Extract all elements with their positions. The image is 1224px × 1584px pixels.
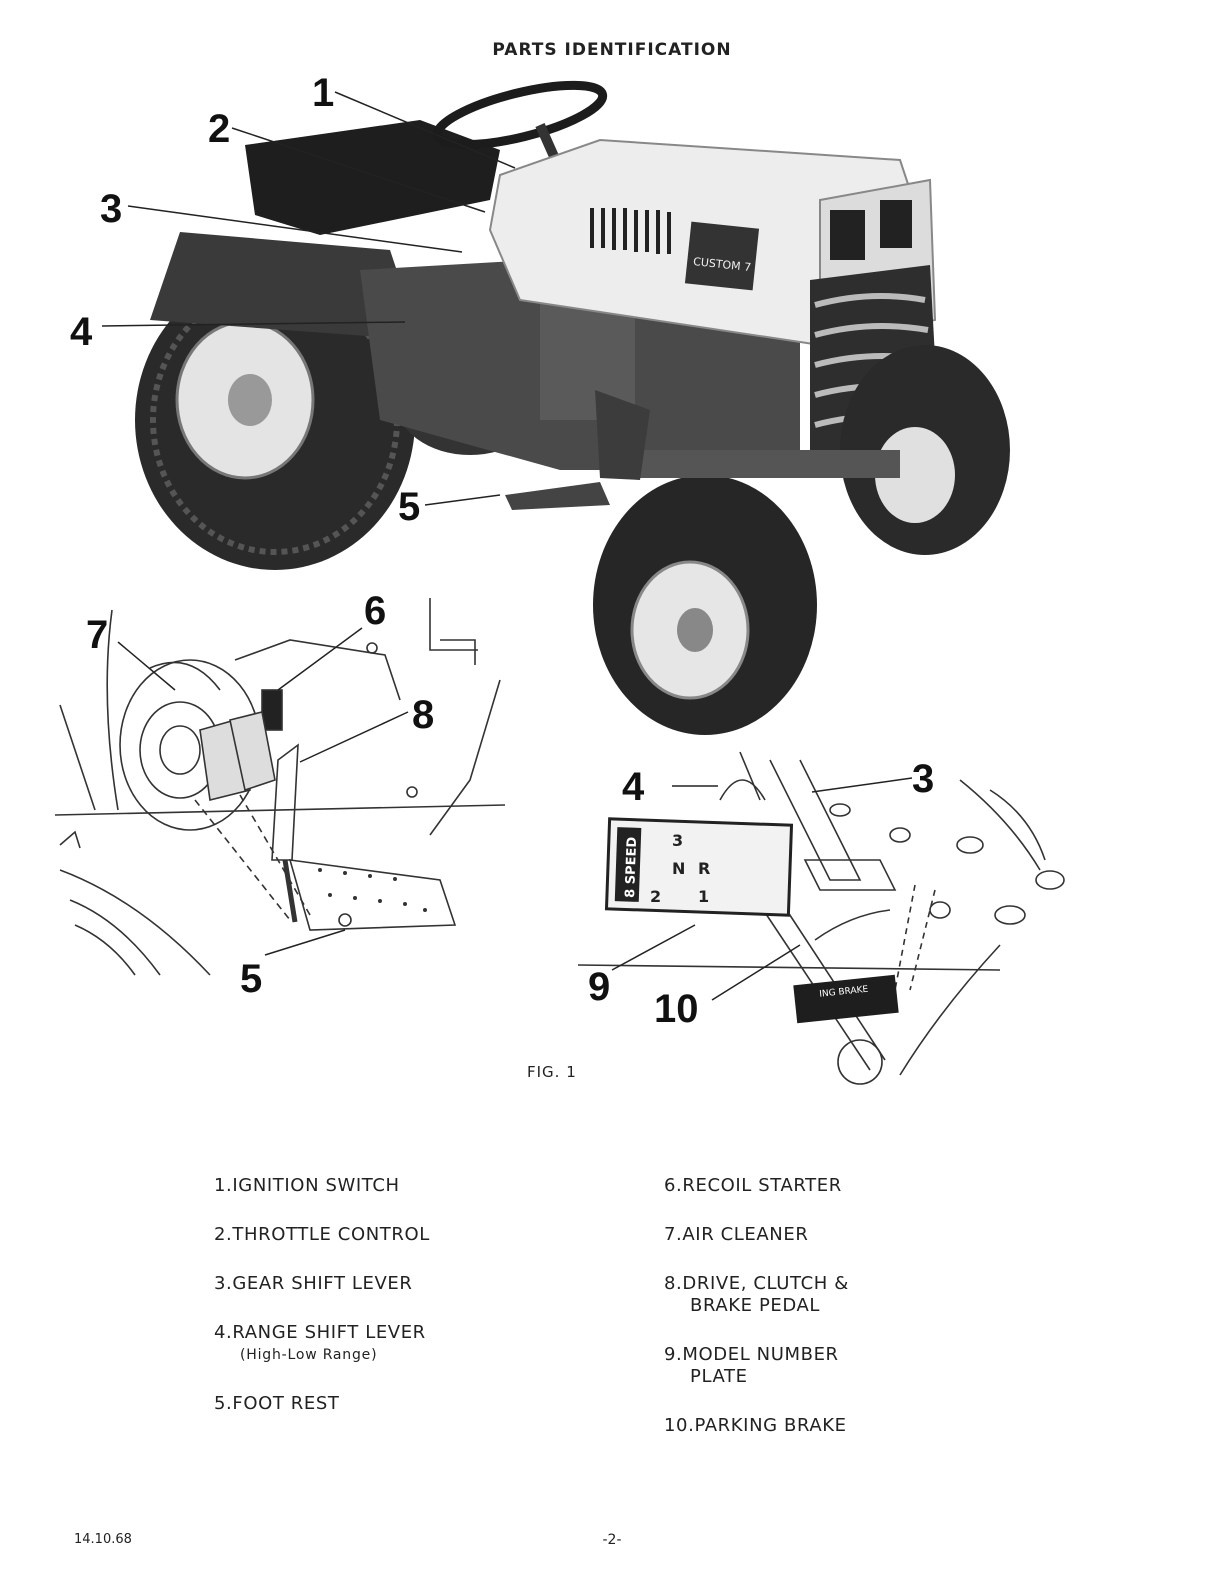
page-title: PARTS IDENTIFICATION [492, 40, 732, 60]
legend-item: 6.RECOIL STARTER [664, 1175, 849, 1197]
callout-6: 6 [364, 589, 386, 633]
legend-label: MODEL NUMBER [682, 1344, 839, 1365]
callout-2: 2 [208, 107, 230, 151]
legend-item: 8.DRIVE, CLUTCH &BRAKE PEDAL [664, 1273, 849, 1317]
callout-8: 8 [412, 693, 434, 737]
callout-1: 1 [312, 71, 334, 115]
legend-item: 2.THROTTLE CONTROL [214, 1224, 430, 1246]
callout-9: 9 [588, 965, 610, 1009]
parking-brake-tag: ING BRAKE [793, 974, 899, 1024]
legend-label-continued: PLATE [690, 1366, 748, 1387]
legend-number: 9. [664, 1344, 683, 1365]
legend-label: FOOT REST [232, 1393, 340, 1414]
legend-sublabel: (High-Low Range) [240, 1347, 378, 1363]
legend-label: RECOIL STARTER [682, 1175, 842, 1196]
legend-label: AIR CLEANER [682, 1224, 809, 1245]
legend-number: 4. [214, 1322, 233, 1343]
legend-number: 5. [214, 1393, 233, 1414]
pedal-detail-drawing [54, 598, 506, 976]
legend-label: PARKING BRAKE [694, 1415, 847, 1436]
gear-r: R [698, 859, 710, 878]
figure-caption: FIG. 1 [527, 1063, 577, 1081]
gear-n: N [672, 859, 685, 878]
callout-3-detail: 3 [912, 757, 934, 801]
shift-plate: 8 SPEED 3 N R 2 1 [604, 817, 794, 917]
legend-number: 7. [664, 1224, 683, 1245]
legend-number: 8. [664, 1273, 683, 1294]
legend-item: 1.IGNITION SWITCH [214, 1175, 430, 1197]
page-number: -2- [602, 1532, 622, 1548]
legend-label-continued: BRAKE PEDAL [690, 1295, 821, 1316]
gear-2: 2 [650, 887, 661, 906]
legend-number: 3. [214, 1273, 233, 1294]
callout-5: 5 [398, 485, 420, 529]
legend-item: 7.AIR CLEANER [664, 1224, 849, 1246]
callout-4-detail: 4 [622, 765, 645, 809]
legend-label: IGNITION SWITCH [232, 1175, 400, 1196]
tractor-illustration: CUSTOM 7 [135, 80, 1010, 735]
hood-badge: CUSTOM 7 [693, 255, 752, 274]
legend-left: 1.IGNITION SWITCH 2.THROTTLE CONTROL 3.GEA… [214, 1175, 430, 1442]
legend-item: 10.PARKING BRAKE [664, 1415, 849, 1437]
document-code: 14.10.68 [74, 1532, 132, 1547]
callout-3: 3 [100, 187, 122, 231]
legend-number: 1. [214, 1175, 233, 1196]
legend-number: 2. [214, 1224, 233, 1245]
legend-label: DRIVE, CLUTCH & [682, 1273, 849, 1294]
legend-label: GEAR SHIFT LEVER [232, 1273, 413, 1294]
legend-item: 4.RANGE SHIFT LEVER (High-Low Range) [214, 1322, 430, 1366]
lever-detail-drawing [577, 751, 1065, 1085]
legend-label: THROTTLE CONTROL [232, 1224, 430, 1245]
callout-4: 4 [70, 310, 93, 354]
callout-7: 7 [86, 613, 108, 657]
gear-3: 3 [672, 831, 683, 850]
callout-10: 10 [654, 987, 699, 1031]
gear-1: 1 [698, 887, 709, 906]
legend-item: 3.GEAR SHIFT LEVER [214, 1273, 430, 1295]
callout-5-detail: 5 [240, 957, 262, 1001]
legend-number: 10. [664, 1415, 695, 1436]
shift-plate-title: 8 SPEED [623, 836, 640, 898]
legend-number: 6. [664, 1175, 683, 1196]
legend-label: RANGE SHIFT LEVER [232, 1322, 426, 1343]
legend-right: 6.RECOIL STARTER 7.AIR CLEANER 8.DRIVE, CL… [664, 1175, 849, 1464]
legend-item: 5.FOOT REST [214, 1393, 430, 1415]
